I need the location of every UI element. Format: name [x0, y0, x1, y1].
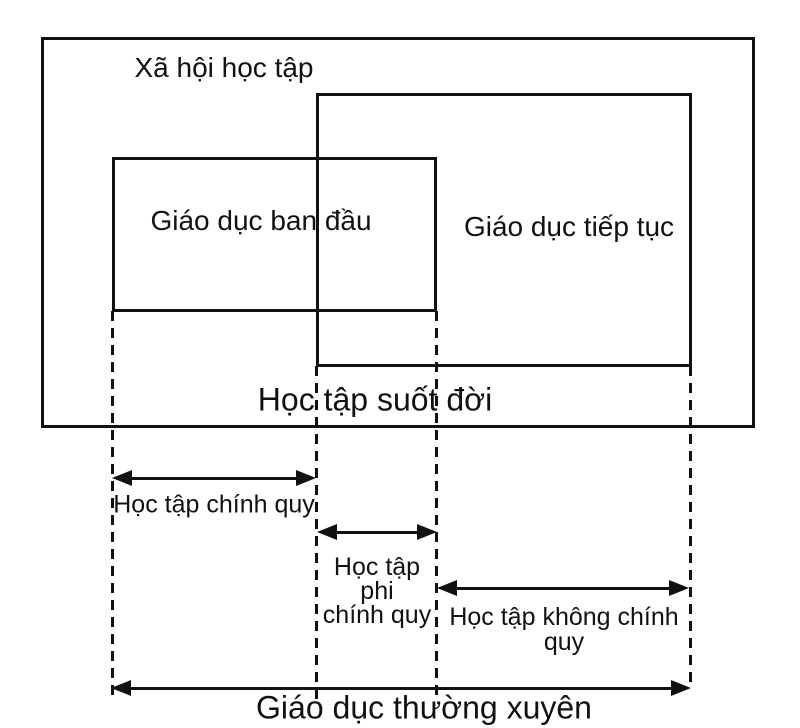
nonformal-learning-label-line3: chính quy [322, 601, 432, 629]
informal-learning-label: Học tập không chính quy [449, 605, 678, 655]
arrowhead-left-icon [317, 524, 337, 540]
initial-education-label: Giáo dục ban đầu [150, 205, 372, 236]
arrowhead-right-icon [296, 470, 316, 486]
learning-society-box [41, 37, 755, 428]
continuing-education-label: Giáo dục tiếp tục [463, 211, 675, 242]
arrowhead-right-icon [669, 580, 689, 596]
dashed-guide-line-formal-left [111, 311, 114, 700]
arrowhead-right-icon [417, 524, 437, 540]
arrowhead-left-icon [111, 680, 131, 696]
regular-education-label: Giáo dục thường xuyên [256, 689, 592, 726]
arrow-shaft [132, 476, 296, 480]
arrow-shaft [337, 530, 417, 534]
formal-learning-label: Học tập chính quy [113, 490, 315, 519]
arrow-shaft [131, 686, 671, 690]
dashed-guide-line-nonformal-left [315, 366, 318, 700]
arrow-shaft [457, 586, 669, 590]
dashed-guide-line-nonformal-right [435, 311, 438, 700]
dashed-guide-line-informal-right [689, 366, 692, 688]
nonformal-learning-span-arrow [317, 524, 437, 540]
learning-society-label: Xã hội học tập [134, 52, 314, 83]
nonformal-learning-label: Học tập phi chính quy [322, 553, 432, 629]
regular-education-span-arrow [111, 680, 691, 696]
formal-learning-span-arrow [112, 470, 316, 486]
continuing-education-box [316, 93, 692, 367]
nonformal-learning-label-line2: phi [360, 577, 394, 605]
arrowhead-left-icon [437, 580, 457, 596]
informal-learning-label-line1: Học tập không chính [449, 603, 679, 631]
arrowhead-left-icon [112, 470, 132, 486]
nonformal-learning-label-line1: Học tập [333, 553, 421, 581]
informal-learning-label-line2: quy [543, 628, 585, 656]
lifelong-learning-label: Học tập suốt đời [257, 381, 493, 418]
informal-learning-span-arrow [437, 580, 689, 596]
arrowhead-right-icon [671, 680, 691, 696]
initial-education-box [112, 157, 437, 312]
